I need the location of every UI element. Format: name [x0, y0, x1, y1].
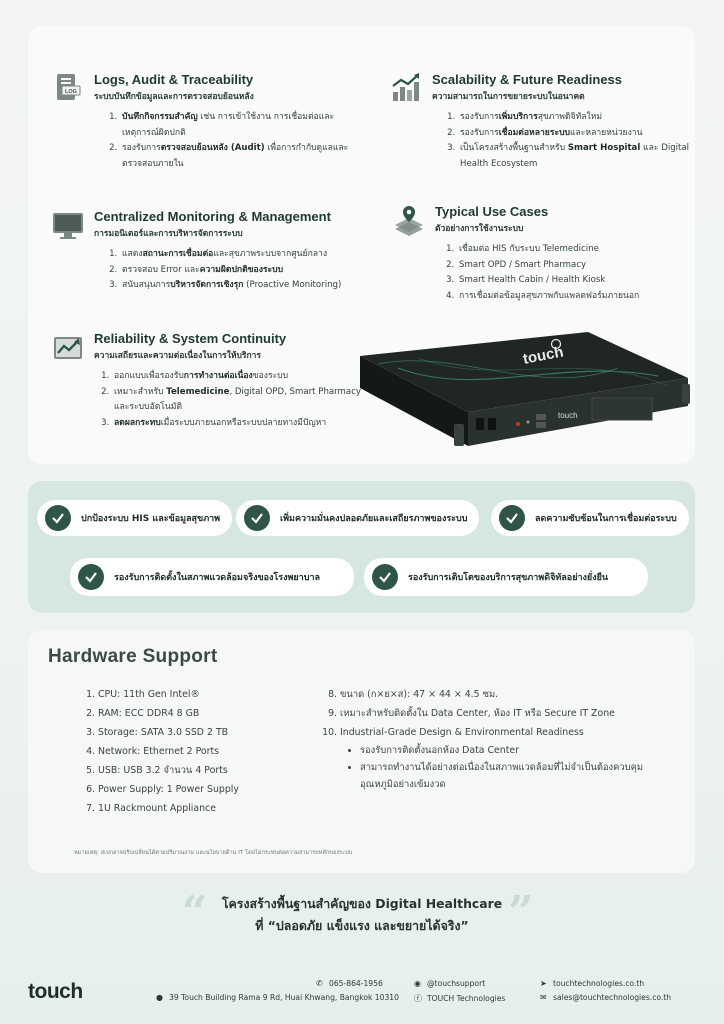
- feature-list: บันทึกกิจกรรมสำคัญ เช่น การเข้าใช้งาน กา…: [106, 110, 366, 172]
- benefit-pill: รองรับการเติบโตของบริการสุขภาพดิจิทัลอย่…: [364, 558, 648, 596]
- check-icon: [45, 505, 71, 531]
- benefit-pill: ปกป้องระบบ HIS และข้อมูลสุขภาพ: [37, 500, 233, 536]
- list-item: ออกแบบเพื่อรองรับการทำงานต่อเนื่องของระบ…: [112, 369, 368, 385]
- phone-icon: ✆: [316, 979, 323, 988]
- check-icon: [372, 564, 398, 590]
- trend-up-icon: [54, 337, 82, 359]
- list-item: ลดผลกระทบเมื่อระบบภายนอกหรือระบบปลายทางม…: [112, 416, 368, 432]
- list-item: Smart OPD / Smart Pharmacy: [457, 258, 703, 274]
- list-item: รองรับการเชื่อมต่อหลายระบบและหลายหน่วยงา…: [458, 126, 694, 142]
- feature-title: Reliability & System Continuity: [94, 331, 287, 346]
- feature-list: แสดงสถานะการเชื่อมต่อและสุขภาพระบบจากศูน…: [106, 247, 386, 294]
- hardware-title: Hardware Support: [48, 646, 218, 667]
- feature-title: Scalability & Future Readiness: [432, 72, 623, 87]
- check-icon: [499, 505, 525, 531]
- quote-line-1: โครงสร้างพื้นฐานสำคัญของ Digital Healthc…: [221, 896, 503, 911]
- mail-icon: ✉: [540, 993, 547, 1002]
- hardware-note: หมายเหตุ: สเปกอาจปรับเปลี่ยนได้ตามปริมาณ…: [74, 850, 353, 856]
- list-item: Industrial-Grade Design & Environmental …: [340, 723, 674, 793]
- feature-subtitle: ระบบบันทึกข้อมูลและการตรวจสอบย้อนหลัง: [94, 92, 254, 102]
- line-contact[interactable]: ◉@touchsupport: [414, 979, 486, 988]
- feature-title: Typical Use Cases: [435, 204, 549, 219]
- website-link[interactable]: ➤touchtechnologies.co.th: [540, 979, 645, 988]
- location-icon: ●: [156, 993, 163, 1002]
- features-card: LOG Logs, Audit & Traceability ระบบบันทึ…: [28, 26, 695, 464]
- benefit-pill: รองรับการติดตั้งในสภาพแวดล้อมจริงของโรงพ…: [70, 558, 354, 596]
- location-pin-icon: [395, 206, 423, 236]
- hardware-card: Hardware Support CPU: 11th Gen Intel® RA…: [28, 630, 695, 873]
- email-link[interactable]: ✉sales@touchtechnologies.co.th: [540, 993, 672, 1002]
- list-item: เชื่อมต่อ HIS กับระบบ Telemedicine: [457, 242, 703, 258]
- list-item: รองรับการติดตั้งนอกห้อง Data Center: [360, 742, 674, 759]
- list-item: สนับสนุนการบริหารจัดการเชิงรุก (Proactiv…: [120, 278, 386, 294]
- growth-chart-icon: [392, 73, 419, 101]
- footer: touch ✆065-864-1956 ●39 Touch Building R…: [0, 970, 724, 1024]
- feature-subtitle: การมอนิเตอร์และการบริหารจัดการระบบ: [94, 229, 243, 239]
- feature-list: ออกแบบเพื่อรองรับการทำงานต่อเนื่องของระบ…: [98, 369, 368, 431]
- benefit-pill: ลดความซับซ้อนในการเชื่อมต่อระบบ: [491, 500, 689, 536]
- benefit-pill: เพิ่มความมั่นคงปลอดภัยและเสถียรภาพของระบ…: [236, 500, 480, 536]
- list-item: Power Supply: 1 Power Supply: [98, 780, 322, 799]
- line-chat-icon: ◉: [414, 979, 421, 988]
- device-front-label: touch: [558, 411, 578, 420]
- feature-title: Centralized Monitoring & Management: [94, 209, 331, 224]
- open-quote-icon: “: [182, 887, 208, 938]
- list-item: เป็นโครงสร้างพื้นฐานสำหรับ Smart Hospita…: [458, 141, 694, 172]
- svg-text:LOG: LOG: [65, 89, 77, 95]
- list-item: แสดงสถานะการเชื่อมต่อและสุขภาพระบบจากศูน…: [120, 247, 386, 263]
- log-document-icon: LOG: [57, 74, 81, 100]
- list-item: Storage: SATA 3.0 SSD 2 TB: [98, 723, 322, 742]
- list-item: Network: Ethernet 2 Ports: [98, 742, 322, 761]
- quote-line-2: ที่ “ปลอดภัย แข็งแรง และขยายได้จริง”: [255, 918, 469, 933]
- rackmount-server-image: touch touch: [360, 332, 690, 446]
- list-item: CPU: 11th Gen Intel®: [98, 685, 322, 704]
- hardware-spec-list-2: ขนาด (ก×ย×ส): 47 × 44 × 4.5 ซม. เหมาะสำห…: [324, 685, 674, 793]
- list-item: RAM: ECC DDR4 8 GB: [98, 704, 322, 723]
- list-item: Smart Health Cabin / Health Kiosk: [457, 273, 703, 289]
- list-item: รองรับการเพิ่มบริการสุขภาพดิจิทัลใหม่: [458, 110, 694, 126]
- feature-list: เชื่อมต่อ HIS กับระบบ Telemedicine Smart…: [443, 242, 703, 304]
- list-item: รองรับการตรวจสอบย้อนหลัง (Audit) เพื่อกา…: [120, 141, 366, 172]
- list-item: 1U Rackmount Appliance: [98, 799, 322, 818]
- list-item: USB: USB 3.2 จำนวน 4 Ports: [98, 761, 322, 780]
- hardware-spec-list: CPU: 11th Gen Intel® RAM: ECC DDR4 8 GB …: [82, 685, 322, 818]
- close-quote-icon: ”: [508, 887, 534, 938]
- list-item: การเชื่อมต่อข้อมูลสุขภาพกับแพลตฟอร์มภายน…: [457, 289, 703, 305]
- feature-subtitle: ความสามารถในการขยายระบบในอนาคต: [432, 92, 585, 102]
- check-icon: [244, 505, 270, 531]
- address: ●39 Touch Building Rama 9 Rd, Huai Khwan…: [156, 993, 399, 1002]
- send-icon: ➤: [540, 979, 547, 988]
- check-icon: [78, 564, 104, 590]
- list-item: เหมาะสำหรับ Telemedicine, Digital OPD, S…: [112, 385, 368, 416]
- closing-quote: “ ” โครงสร้างพื้นฐานสำคัญของ Digital Hea…: [0, 887, 724, 938]
- list-item: เหมาะสำหรับติดตั้งใน Data Center, ห้อง I…: [340, 704, 674, 723]
- feature-list: รองรับการเพิ่มบริการสุขภาพดิจิทัลใหม่ รอ…: [444, 110, 694, 172]
- benefits-card: ปกป้องระบบ HIS และข้อมูลสุขภาพ เพิ่มความ…: [28, 481, 695, 613]
- feature-subtitle: ตัวอย่างการใช้งานระบบ: [435, 224, 524, 234]
- list-item: ตรวจสอบ Error และความผิดปกติของระบบ: [120, 263, 386, 279]
- monitor-icon: [53, 213, 83, 239]
- facebook-icon: ⓕ: [414, 994, 422, 1003]
- list-item: บันทึกกิจกรรมสำคัญ เช่น การเข้าใช้งาน กา…: [120, 110, 366, 141]
- list-item: สามารถทำงานได้อย่างต่อเนื่องในสภาพแวดล้อ…: [360, 759, 674, 793]
- sub-list: รองรับการติดตั้งนอกห้อง Data Center สามา…: [340, 742, 674, 793]
- feature-title: Logs, Audit & Traceability: [94, 72, 254, 87]
- feature-subtitle: ความเสถียรและความต่อเนื่องในการให้บริการ: [94, 351, 261, 361]
- phone-contact[interactable]: ✆065-864-1956: [316, 979, 383, 988]
- company-logo: touch: [28, 980, 83, 1003]
- list-item: ขนาด (ก×ย×ส): 47 × 44 × 4.5 ซม.: [340, 685, 674, 704]
